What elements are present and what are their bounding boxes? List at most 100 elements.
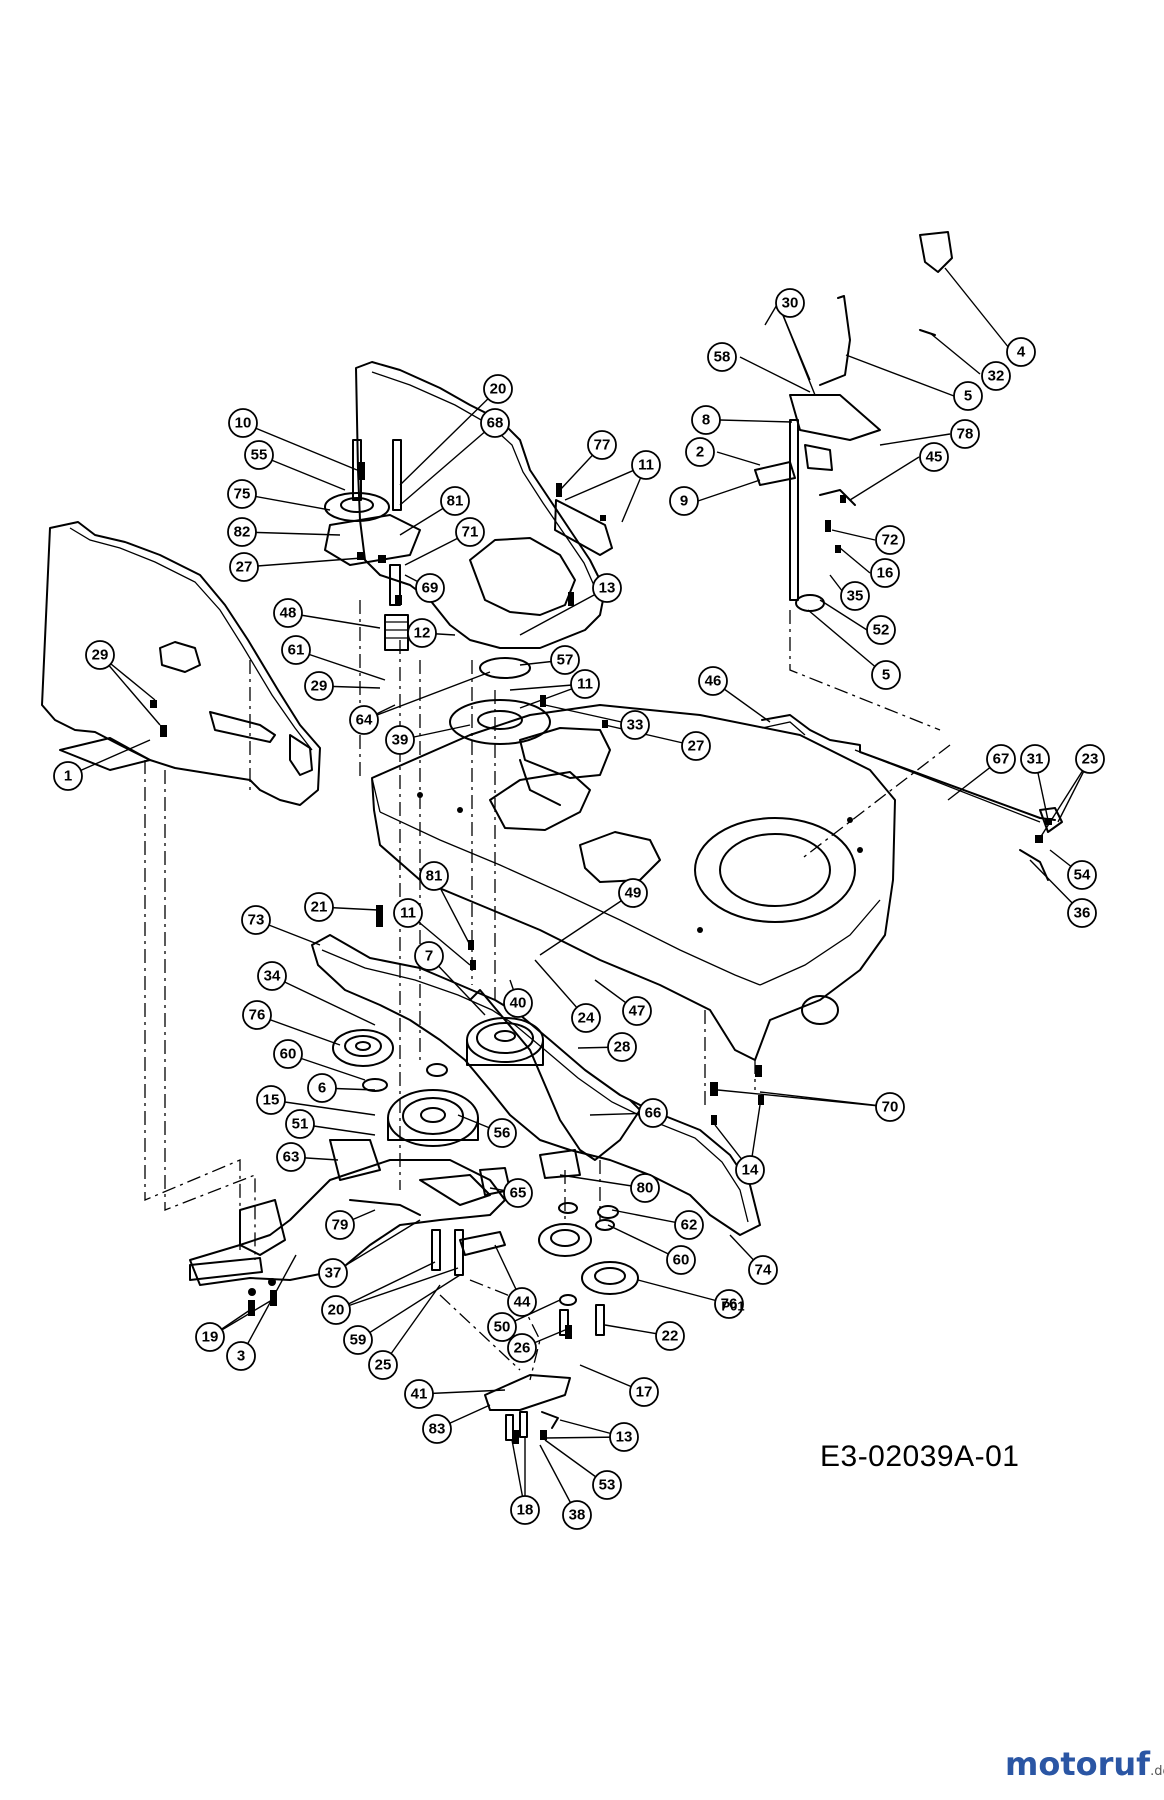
svg-text:12: 12 — [414, 625, 431, 642]
svg-text:18: 18 — [517, 1502, 534, 1519]
svg-text:35: 35 — [847, 588, 864, 605]
svg-text:29: 29 — [311, 678, 328, 695]
callout: 81 — [440, 486, 470, 516]
callout: 9 — [669, 486, 699, 516]
callout: 33 — [620, 710, 650, 740]
callout: 3 — [226, 1341, 256, 1371]
callout: 48 — [273, 598, 303, 628]
svg-text:13: 13 — [616, 1429, 633, 1446]
callout: 55 — [244, 440, 274, 470]
motoruf-logo[interactable]: motoruf.de — [1005, 1745, 1164, 1783]
callout: 64 — [349, 705, 379, 735]
shift-rod-group — [761, 714, 1063, 881]
svg-text:17: 17 — [636, 1384, 653, 1401]
callout: 4 — [1006, 337, 1036, 367]
transaxle-group — [189, 1139, 581, 1296]
callout: 27 — [681, 731, 711, 761]
diagram-code: E3-02039A-01 — [820, 1440, 1020, 1473]
callout: 24 — [571, 1003, 601, 1033]
callout: 6 — [307, 1073, 337, 1103]
svg-text:39: 39 — [392, 732, 409, 749]
callout: 78 — [950, 419, 980, 449]
svg-text:76: 76 — [249, 1007, 266, 1024]
svg-text:1: 1 — [64, 768, 72, 785]
callout: 82 — [227, 517, 257, 547]
svg-text:21: 21 — [311, 899, 328, 916]
left-side-panel — [41, 521, 321, 806]
svg-text:41: 41 — [411, 1386, 428, 1403]
svg-text:66: 66 — [645, 1105, 662, 1122]
drive-belts — [311, 934, 761, 1236]
callout: 29 — [85, 640, 115, 670]
callout: 71 — [455, 517, 485, 547]
callout: 56 — [487, 1118, 517, 1148]
callout: 74 — [748, 1255, 778, 1285]
callout: 35 — [840, 581, 870, 611]
callout: 76 — [714, 1289, 744, 1319]
svg-text:32: 32 — [988, 368, 1005, 385]
svg-text:68: 68 — [487, 415, 504, 432]
callout: 60 — [666, 1245, 696, 1275]
svg-text:60: 60 — [280, 1046, 297, 1063]
svg-text:58: 58 — [714, 349, 731, 366]
svg-text:70: 70 — [882, 1099, 899, 1116]
callout: 11 — [570, 669, 600, 699]
svg-text:28: 28 — [614, 1039, 631, 1056]
svg-text:20: 20 — [490, 381, 507, 398]
svg-text:83: 83 — [429, 1421, 446, 1438]
guide-lines — [144, 600, 951, 1381]
svg-text:9: 9 — [680, 493, 688, 510]
callout: 46 — [698, 666, 728, 696]
svg-text:53: 53 — [599, 1477, 616, 1494]
svg-text:54: 54 — [1074, 867, 1091, 884]
svg-text:26: 26 — [514, 1340, 531, 1357]
callout: 72 — [875, 525, 905, 555]
callout: 39 — [385, 725, 415, 755]
callout: 69 — [415, 573, 445, 603]
callout: 45 — [919, 442, 949, 472]
svg-text:25: 25 — [375, 1357, 392, 1374]
svg-text:67: 67 — [993, 751, 1010, 768]
svg-text:56: 56 — [494, 1125, 511, 1142]
svg-text:64: 64 — [356, 712, 373, 729]
callout: 1 — [53, 761, 83, 791]
callout: 13 — [609, 1422, 639, 1452]
svg-text:8: 8 — [702, 412, 710, 429]
callout: 65 — [503, 1178, 533, 1208]
lower-bracket — [484, 1374, 571, 1441]
callout: 10 — [228, 408, 258, 438]
callout: 73 — [241, 905, 271, 935]
callout: 62 — [674, 1210, 704, 1240]
svg-text:80: 80 — [637, 1180, 654, 1197]
callout: 28 — [607, 1032, 637, 1062]
callout: 20 — [321, 1295, 351, 1325]
callout: 51 — [285, 1109, 315, 1139]
callout: 25 — [368, 1350, 398, 1380]
svg-text:63: 63 — [283, 1149, 300, 1166]
svg-text:38: 38 — [569, 1507, 586, 1524]
svg-text:23: 23 — [1082, 751, 1099, 768]
callout: 53 — [592, 1470, 622, 1500]
callout: 12 — [407, 618, 437, 648]
callout: 40 — [503, 988, 533, 1018]
callout: 16 — [870, 558, 900, 588]
callout: 18 — [510, 1495, 540, 1525]
callout: 47 — [622, 996, 652, 1026]
callout: 32 — [981, 361, 1011, 391]
callout: 52 — [866, 615, 896, 645]
upper-pulley-group — [324, 439, 551, 745]
shift-lever-group — [754, 231, 953, 731]
callout: 59 — [343, 1325, 373, 1355]
callout: 27 — [229, 552, 259, 582]
svg-text:14: 14 — [742, 1162, 759, 1179]
svg-text:48: 48 — [280, 605, 297, 622]
callout: 57 — [550, 645, 580, 675]
svg-text:11: 11 — [577, 676, 593, 693]
callout: 37 — [318, 1258, 348, 1288]
callout: 79 — [325, 1210, 355, 1240]
fasteners — [150, 462, 1052, 1444]
svg-text:81: 81 — [426, 868, 443, 885]
callout: P01 — [721, 1299, 744, 1314]
callout: 34 — [257, 961, 287, 991]
callout: 68 — [480, 408, 510, 438]
